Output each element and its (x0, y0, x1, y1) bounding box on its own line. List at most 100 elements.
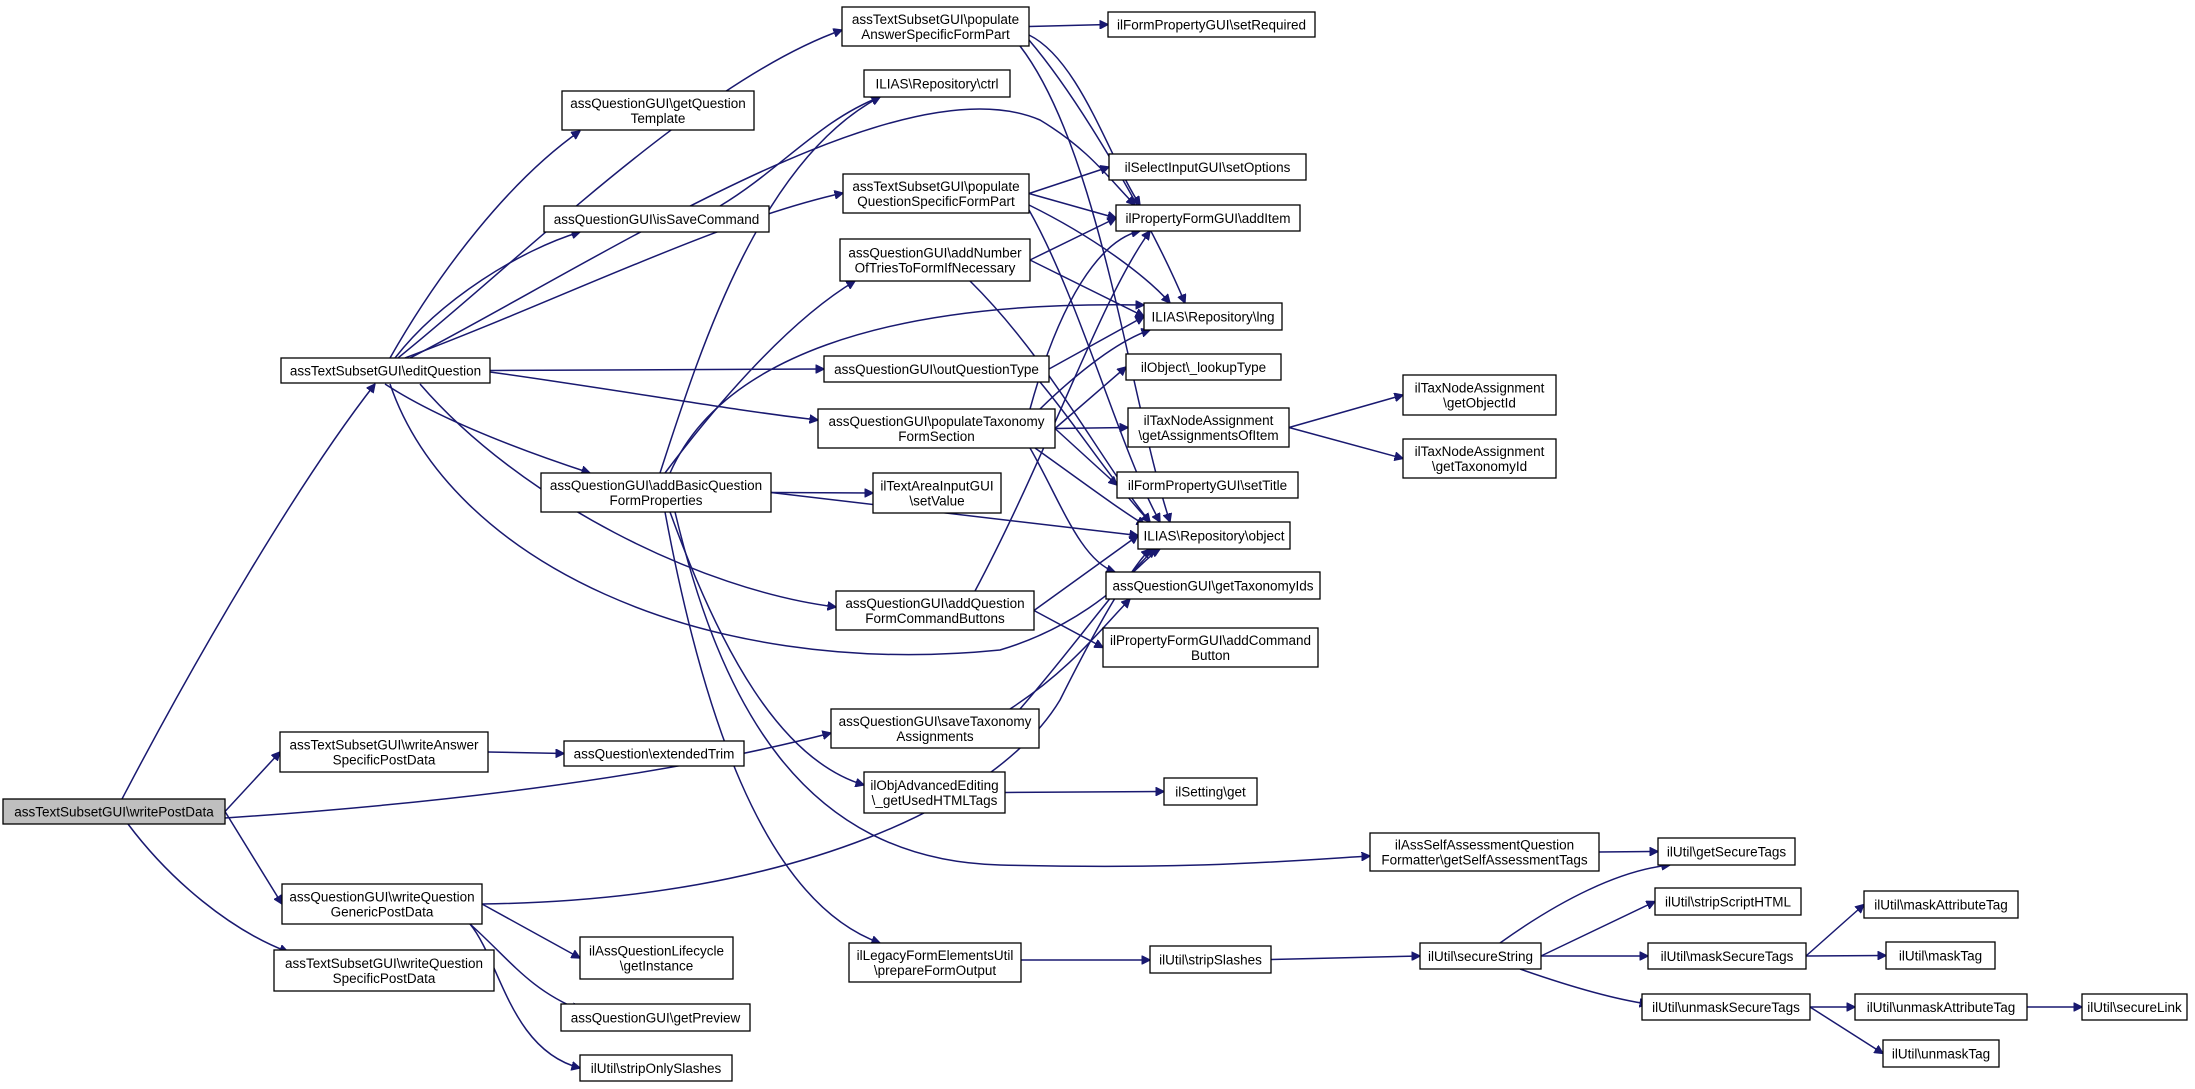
node-label: assTextSubsetGUI\populate (852, 179, 1019, 194)
node-unmaskTag[interactable]: ilUtil\unmaskTag (1882, 1039, 2000, 1068)
node-getSecure[interactable]: ilUtil\getSecureTags (1657, 837, 1796, 866)
node-unmaskAttr[interactable]: ilUtil\unmaskAttributeTag (1854, 993, 2028, 1021)
node-getObjId[interactable]: ilTaxNodeAssignment\getObjectId (1402, 374, 1557, 416)
node-label: ilUtil\unmaskTag (1892, 1047, 1990, 1062)
node-box (561, 90, 755, 131)
node-label: assQuestionGUI\saveTaxonomy (839, 714, 1032, 729)
node-stripOnly[interactable]: ilUtil\stripOnlySlashes (579, 1054, 733, 1082)
node-addItem[interactable]: ilPropertyFormGUI\addItem (1115, 204, 1301, 232)
node-label: assTextSubsetGUI\writePostData (14, 805, 214, 820)
node-getAssign[interactable]: ilTaxNodeAssignment\getAssignmentsOfItem (1127, 407, 1290, 448)
node-maskAttr[interactable]: ilUtil\maskAttributeTag (1863, 890, 2019, 919)
node-lifecycle[interactable]: ilAssQuestionLifecycle\getInstance (579, 936, 734, 980)
node-maskTag[interactable]: ilUtil\maskTag (1885, 941, 1996, 970)
node-addCmdBtns[interactable]: assQuestionGUI\addQuestionFormCommandBut… (835, 590, 1035, 631)
node-advEdit[interactable]: ilObjAdvancedEditing\_getUsedHTMLTags (863, 771, 1006, 814)
node-box (1885, 941, 1996, 970)
node-box (1402, 438, 1557, 479)
node-writeQGeneric[interactable]: assQuestionGUI\writeQuestionGenericPostD… (281, 883, 483, 925)
node-box (273, 949, 495, 992)
node-setTitle[interactable]: ilFormPropertyGUI\setTitle (1116, 471, 1299, 499)
node-box (1137, 521, 1291, 550)
node-isSaveCmd[interactable]: assQuestionGUI\isSaveCommand (543, 205, 770, 233)
node-box (1657, 837, 1796, 866)
node-box (1149, 945, 1272, 974)
edge-popTax-to-repoLng (1039, 330, 1150, 410)
node-setRequired[interactable]: ilFormPropertyGUI\setRequired (1107, 11, 1316, 38)
node-stripSlashes[interactable]: ilUtil\stripSlashes (1149, 945, 1272, 974)
node-label: assQuestionGUI\writeQuestion (289, 890, 474, 905)
node-label: assQuestionGUI\getTaxonomyIds (1112, 579, 1313, 594)
node-getTaxId[interactable]: ilTaxNodeAssignment\getTaxonomyId (1402, 438, 1557, 479)
edges-layer (121, 25, 2082, 1069)
node-label: Assignments (896, 729, 974, 744)
node-repoCtrl[interactable]: ILIAS\Repository\ctrl (863, 69, 1011, 98)
node-box (1863, 890, 2019, 919)
node-label: SpecificPostData (333, 971, 436, 986)
node-legacy[interactable]: ilLegacyFormElementsUtil\prepareFormOutp… (848, 942, 1022, 983)
node-label: ilUtil\secureLink (2087, 1000, 2182, 1015)
node-box (1108, 153, 1307, 181)
edge-addBasic-to-repoCtrl (659, 97, 880, 474)
node-box (560, 1003, 751, 1032)
edge-root-to-writeAnswer (224, 752, 280, 813)
node-label: Formatter\getSelfAssessmentTags (1381, 853, 1588, 868)
node-addBasic[interactable]: assQuestionGUI\addBasicQuestionFormPrope… (540, 472, 772, 513)
node-root[interactable]: assTextSubsetGUI\writePostData (2, 798, 226, 825)
node-textArea[interactable]: ilTextAreaInputGUI\setValue (872, 472, 1002, 514)
node-maskSecure[interactable]: ilUtil\maskSecureTags (1647, 942, 1807, 970)
node-lookupType[interactable]: ilObject\_lookupType (1125, 353, 1282, 381)
node-box (1882, 1039, 2000, 1068)
node-outQType[interactable]: assQuestionGUI\outQuestionType (823, 355, 1050, 383)
node-stripScript[interactable]: ilUtil\stripScriptHTML (1654, 887, 1802, 916)
node-unmaskSecure[interactable]: ilUtil\unmaskSecureTags (1641, 993, 1811, 1021)
edge-advEdit-to-settingGet (1004, 792, 1164, 793)
node-editQuestion[interactable]: assTextSubsetGUI\editQuestion (280, 357, 491, 384)
node-box (1105, 571, 1321, 600)
node-settingGet[interactable]: ilSetting\get (1163, 777, 1258, 806)
node-label: ilAssQuestionLifecycle (589, 944, 724, 959)
node-addTries[interactable]: assQuestionGUI\addNumberOfTriesToFormIfN… (839, 238, 1031, 282)
node-writeAnswer[interactable]: assTextSubsetGUI\writeAnswerSpecificPost… (279, 731, 489, 773)
node-setOptions[interactable]: ilSelectInputGUI\setOptions (1108, 153, 1307, 181)
node-secureLink[interactable]: ilUtil\secureLink (2081, 993, 2188, 1021)
node-getPreview[interactable]: assQuestionGUI\getPreview (560, 1003, 751, 1032)
node-label: ilFormPropertyGUI\setRequired (1117, 18, 1306, 33)
nodes-layer: assTextSubsetGUI\writePostData assTextSub… (2, 6, 2188, 1082)
node-box (863, 771, 1006, 814)
node-box (842, 173, 1030, 214)
edge-addBasic-to-addTries (664, 281, 855, 474)
node-repoObject[interactable]: ILIAS\Repository\object (1137, 521, 1291, 550)
node-label: assQuestionGUI\addBasicQuestion (550, 478, 762, 493)
node-label: \getTaxonomyId (1432, 459, 1527, 474)
node-label: ilUtil\maskTag (1899, 949, 1982, 964)
node-box (1647, 942, 1807, 970)
node-label: Template (631, 111, 686, 126)
node-writeQSpecific[interactable]: assTextSubsetGUI\writeQuestionSpecificPo… (273, 949, 495, 992)
edge-addBasic-to-selfAssess (674, 511, 1370, 868)
node-selfAssess[interactable]: ilAssSelfAssessmentQuestionFormatter\get… (1369, 832, 1600, 872)
edge-root-to-editQuestion (121, 384, 375, 800)
edge-getAssign-to-getTaxId (1288, 426, 1403, 459)
node-label: ilPropertyFormGUI\addItem (1125, 211, 1290, 226)
edge-popTax-to-getTaxIds (1029, 447, 1115, 572)
node-box (281, 883, 483, 925)
node-popTax[interactable]: assQuestionGUI\populateTaxonomyFormSecti… (817, 408, 1056, 449)
node-label: assQuestionGUI\getPreview (571, 1011, 741, 1026)
edge-editQuestion-to-isSaveCmd (394, 232, 580, 359)
edge-writeQGeneric-to-getPreview (469, 923, 580, 1010)
edge-editQuestion-to-outQType (489, 369, 824, 371)
node-secureString[interactable]: ilUtil\secureString (1419, 942, 1542, 970)
node-label: ilAssSelfAssessmentQuestion (1395, 838, 1574, 853)
node-extTrim[interactable]: assQuestion\extendedTrim (563, 740, 745, 767)
node-getTaxIds[interactable]: assQuestionGUI\getTaxonomyIds (1105, 571, 1321, 600)
node-popQuestion[interactable]: assTextSubsetGUI\populateQuestionSpecifi… (842, 173, 1030, 214)
node-box (1143, 302, 1283, 331)
node-repoLng[interactable]: ILIAS\Repository\lng (1143, 302, 1283, 331)
node-box (841, 6, 1030, 47)
node-popAnswer[interactable]: assTextSubsetGUI\populateAnswerSpecificF… (841, 6, 1030, 47)
node-label: ilTaxNodeAssignment (1415, 381, 1545, 396)
